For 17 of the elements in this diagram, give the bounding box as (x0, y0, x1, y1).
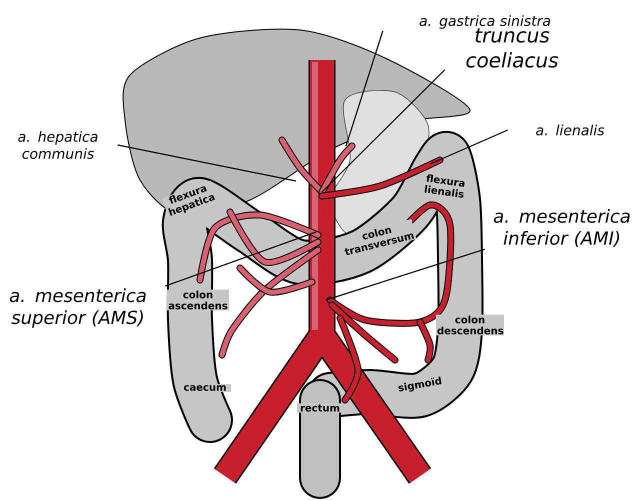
organ-label: rectum (297, 403, 343, 413)
artery-label: a. mesenterica superior (AMS) (10, 288, 146, 328)
artery-label: a. gastrica sinistra (420, 15, 550, 29)
organ-label: sigmoïd (392, 374, 448, 396)
artery-label: truncus coeliacus (466, 28, 558, 68)
organ-label: colon descendens (436, 314, 504, 336)
leader-line (322, 69, 446, 192)
leader-line (326, 248, 485, 301)
artery-label: a. hepatica communis (18, 131, 98, 159)
artery-label: a. mesenterica inferior (AMI) (494, 208, 630, 248)
organ-label: flexura lienalis (418, 172, 472, 200)
organ-label: colon ascendens (167, 290, 229, 310)
leader-line (165, 231, 316, 287)
organ-label: caecum (179, 384, 231, 392)
leader-line (430, 129, 508, 165)
leader-line (345, 30, 384, 146)
artery-label: a. lienalis (536, 124, 604, 136)
